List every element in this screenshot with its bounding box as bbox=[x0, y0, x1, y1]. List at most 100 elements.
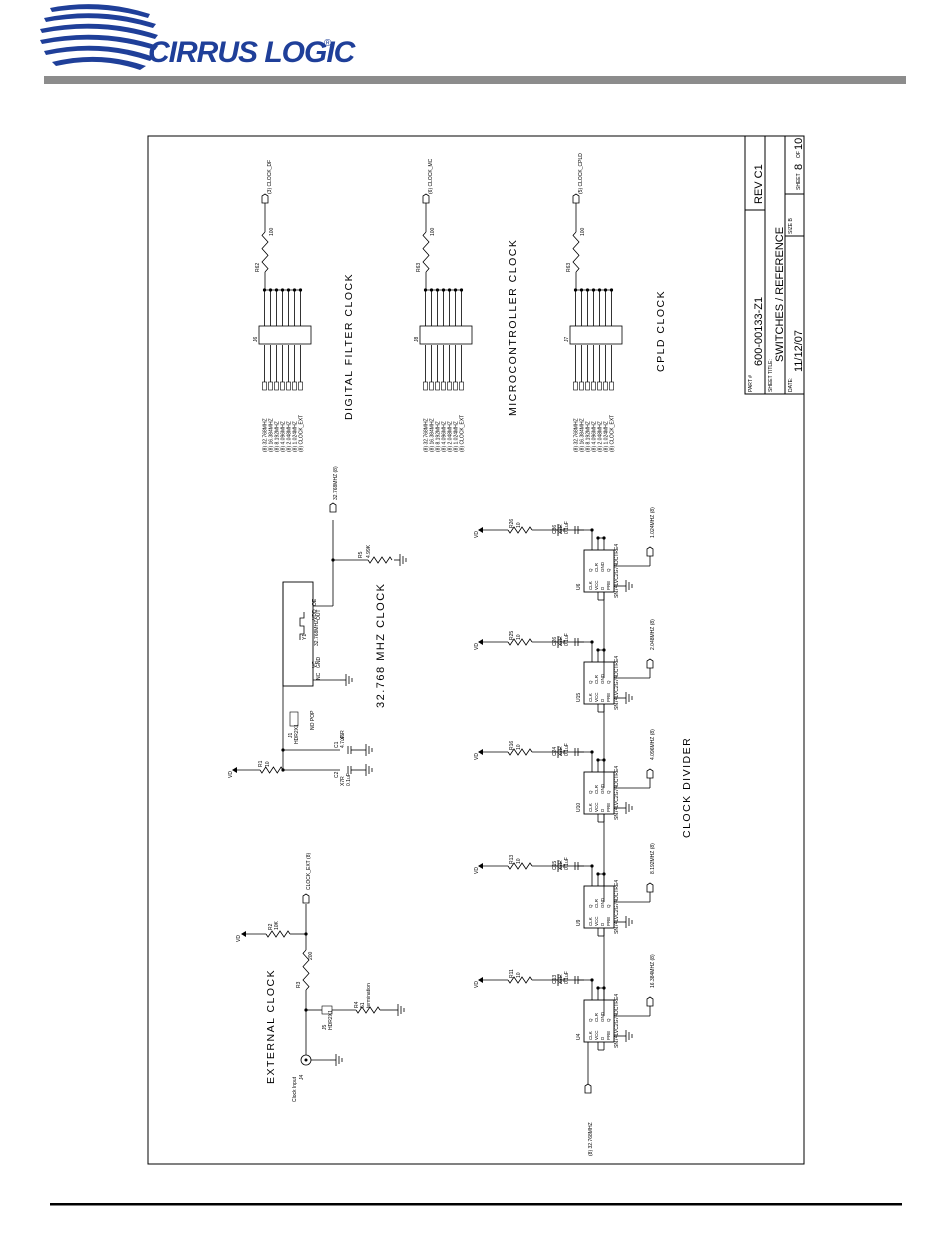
ic-pin-label: D bbox=[600, 808, 605, 812]
clock-net-label: (8) 1.024MHZ bbox=[454, 421, 460, 452]
ic-pin-label: Q bbox=[606, 904, 611, 908]
header-ref: J6 bbox=[253, 337, 259, 343]
ic-pin-label-group: D bbox=[600, 1036, 605, 1040]
ic-ref: U10 bbox=[576, 803, 582, 812]
jumper-part: HDR2X1 bbox=[328, 1010, 334, 1030]
coax-connector-center bbox=[304, 1058, 308, 1062]
ic-part: SN74LVC2G74DCTRE4 bbox=[614, 544, 620, 598]
flipflop-body bbox=[583, 549, 615, 593]
ic-pin-label-group: PRE bbox=[606, 917, 611, 926]
capacitor-type: X7R bbox=[340, 776, 346, 786]
logo-swoosh bbox=[40, 4, 158, 70]
resistor-ref-group: R2 bbox=[268, 923, 274, 930]
capacitor-type-group: X5R bbox=[340, 730, 346, 740]
ic-ref-group: U9 bbox=[576, 919, 582, 926]
ic-pin-label-group: VCC bbox=[594, 802, 599, 812]
ic-pin-label-group: CLR bbox=[594, 784, 599, 794]
ic-pin-label-group: GND bbox=[600, 561, 605, 572]
capacitor-value-group: 0.1uF bbox=[564, 743, 570, 756]
resistor-value: 10 bbox=[516, 972, 522, 978]
ic-pin-label-group: Q bbox=[588, 904, 593, 908]
resistor-ref-group: R25 bbox=[509, 631, 515, 640]
capacitor-type: X5R bbox=[340, 730, 346, 740]
supply-label-group: VD bbox=[474, 753, 480, 760]
resistor-ref-group: R4 bbox=[354, 1001, 360, 1008]
ic-pin-label: CLK bbox=[588, 917, 593, 926]
header-block-j8: (8) 32.768MHZ(8) 16.384MHZ(8) 8.192MHZ(8… bbox=[414, 158, 473, 452]
ground-symbol bbox=[620, 580, 633, 592]
pin-label-vdd: VDD bbox=[312, 609, 318, 620]
net-flag bbox=[585, 381, 590, 391]
capacitor-ref-group: C1 bbox=[334, 741, 340, 748]
supply-arrow bbox=[478, 749, 483, 755]
ic-pin-label: Q bbox=[588, 680, 593, 684]
supply-arrow bbox=[232, 767, 237, 773]
ic-pin-label-group: CLK bbox=[588, 803, 593, 812]
ic-pin-label: GND bbox=[600, 561, 605, 572]
clock-net-label: (8) 2.048MHZ bbox=[287, 421, 293, 452]
net-flag bbox=[292, 381, 297, 391]
ic-pin-label-group: PRE bbox=[606, 693, 611, 702]
ground-symbol bbox=[552, 974, 565, 986]
input-flag bbox=[584, 1083, 592, 1094]
capacitor-value-group: 0.1uF bbox=[564, 633, 570, 646]
resistor-value-group: 10 bbox=[516, 744, 522, 750]
resistor-ref: R5 bbox=[358, 551, 364, 558]
capacitor-value-group: 0.1uF bbox=[564, 857, 570, 870]
clock-net-label-group: (8) 4.096MHZ bbox=[592, 421, 598, 452]
junction-dot bbox=[596, 536, 600, 540]
jumper-part-group: HDR2X1 bbox=[328, 1010, 334, 1030]
clock-net-label-group: (8) 32.768MHZ bbox=[424, 418, 430, 452]
net-flag bbox=[423, 381, 428, 391]
capacitor-ref: C24 bbox=[552, 747, 558, 756]
ground-symbol bbox=[620, 802, 633, 814]
ic-part: SN74LVC2G74DCTRE4 bbox=[614, 766, 620, 820]
clock-net-label: (8) 32.768MHZ bbox=[424, 418, 430, 452]
jumper-note-group: NO POP bbox=[310, 710, 316, 730]
ic-pin-label-group: Q bbox=[606, 904, 611, 908]
ground-symbol bbox=[394, 554, 407, 566]
clock-net-label: (8) 1.024MHZ bbox=[293, 421, 299, 452]
clock-net-label: (8) 8.192MHZ bbox=[586, 421, 592, 452]
divider-output-label-group: 2.048MHZ (8) bbox=[650, 619, 656, 650]
resistor-ref: R25 bbox=[509, 631, 515, 640]
net-flag bbox=[459, 381, 464, 391]
supply-label-group: VD bbox=[474, 867, 480, 874]
output-flag bbox=[646, 996, 654, 1007]
sheet-total: 10 bbox=[793, 138, 805, 150]
capacitor-value-group: 0.1uF bbox=[346, 773, 352, 786]
header-bar bbox=[44, 76, 906, 84]
ic-ref: U4 bbox=[576, 1033, 582, 1040]
ic-pin-label: CLR bbox=[594, 674, 599, 684]
ic-pin-label: CLK bbox=[588, 803, 593, 812]
external-output-label: CLOCK_EXT (8) bbox=[306, 853, 312, 890]
clock-net-label: (8) 8.192MHZ bbox=[436, 421, 442, 452]
capacitor-value: 0.1uF bbox=[564, 971, 570, 984]
pulldown-resistor bbox=[367, 556, 393, 564]
clock-net-label: (8) CLOCK_EXT bbox=[610, 415, 616, 452]
jumper-part: HDR2X1 bbox=[294, 724, 300, 744]
resistor-value-group: 200 bbox=[308, 951, 314, 960]
ic-part: SN74LVC2G74DCTRE4 bbox=[614, 880, 620, 934]
ic-pin-label: CLK bbox=[588, 1031, 593, 1040]
pin-label-out: OUT bbox=[316, 609, 322, 620]
resistor-ref: R63 bbox=[416, 263, 422, 272]
clock-net-label: (8) CLOCK_EXT bbox=[460, 415, 466, 452]
ground-symbol bbox=[340, 674, 353, 686]
ic-pin-label: PRE bbox=[606, 917, 611, 926]
series-resistor bbox=[261, 231, 269, 273]
net-flag bbox=[262, 381, 267, 391]
capacitor-ref-group: C15 bbox=[552, 861, 558, 870]
resistor-value-group: 10K bbox=[274, 920, 280, 930]
supply-label-group: VD bbox=[474, 981, 480, 988]
supply-arrow bbox=[241, 931, 246, 937]
capacitor-ref: C26 bbox=[552, 637, 558, 646]
resistor-value: 10K bbox=[274, 920, 280, 930]
net-flag bbox=[286, 381, 291, 391]
jumper-ref: J1 bbox=[288, 733, 294, 739]
ic-pin-label-group: VCC bbox=[594, 916, 599, 926]
oscillator-ref: Y1 bbox=[302, 634, 308, 640]
resistor-ref-group: R13 bbox=[509, 855, 515, 864]
resistor-ref: R1 bbox=[258, 760, 264, 767]
